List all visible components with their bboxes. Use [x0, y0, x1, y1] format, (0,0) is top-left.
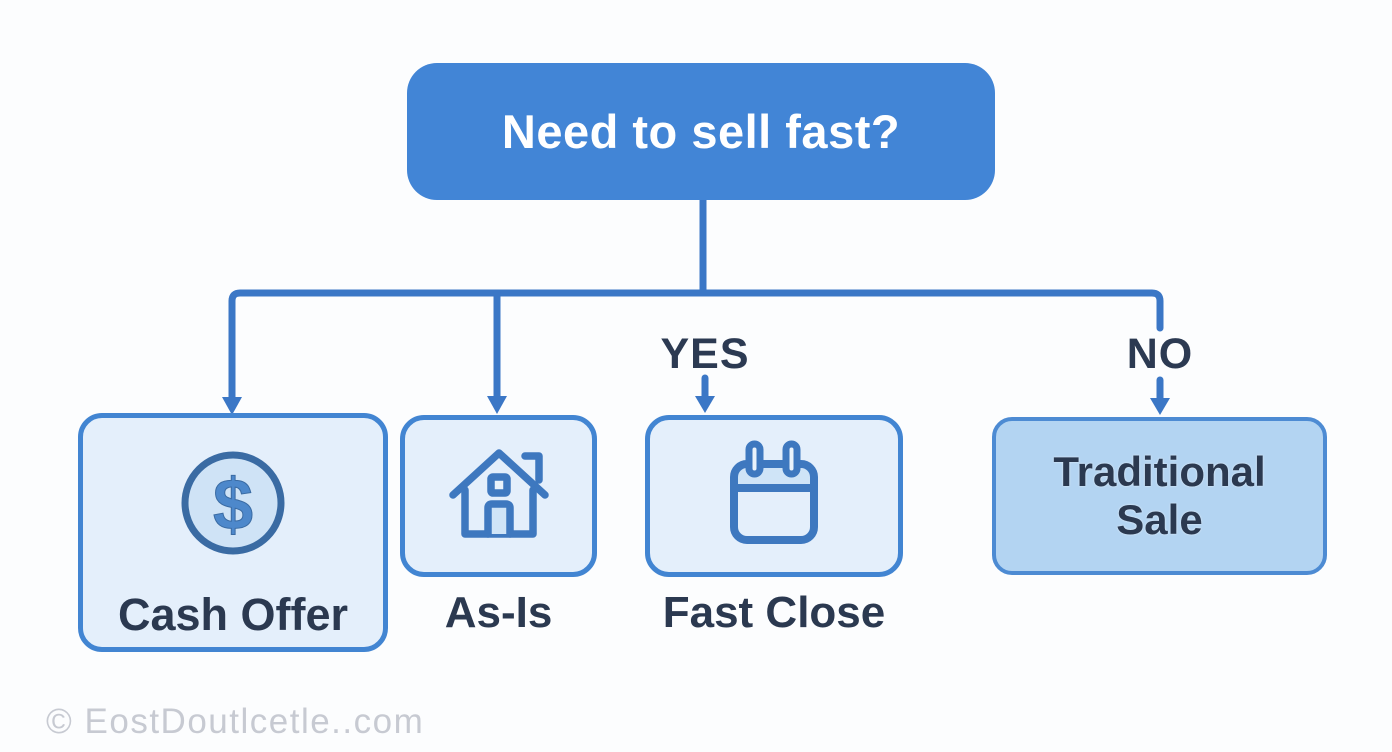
house-icon	[443, 440, 555, 553]
option-card-traditional-sale: Traditional Sale	[992, 417, 1327, 575]
svg-text:$: $	[213, 465, 253, 545]
arrowhead-fast-close	[695, 396, 715, 413]
arrowhead-traditional-sale	[1150, 398, 1170, 415]
option-card-cash-offer: $ Cash Offer	[78, 413, 388, 652]
calendar-icon	[722, 440, 826, 553]
option-label-cash-offer: Cash Offer	[117, 589, 349, 640]
branch-label-no: NO	[1126, 330, 1194, 378]
option-label-as-is: As-Is	[444, 588, 553, 637]
option-card-fast-close	[645, 415, 903, 577]
question-label: Need to sell fast?	[501, 105, 901, 158]
question-box: Need to sell fast?	[407, 63, 995, 200]
watermark: © EostDoutlcetle..com	[46, 702, 425, 741]
arrowhead-as-is	[487, 396, 507, 414]
dollar-circle-icon: $	[178, 448, 288, 563]
option-label-traditional-sale: Traditional Sale	[1053, 447, 1266, 543]
option-label-fast-close: Fast Close	[662, 588, 886, 637]
branch-label-yes: YES	[660, 330, 750, 378]
option-card-as-is	[400, 415, 597, 577]
